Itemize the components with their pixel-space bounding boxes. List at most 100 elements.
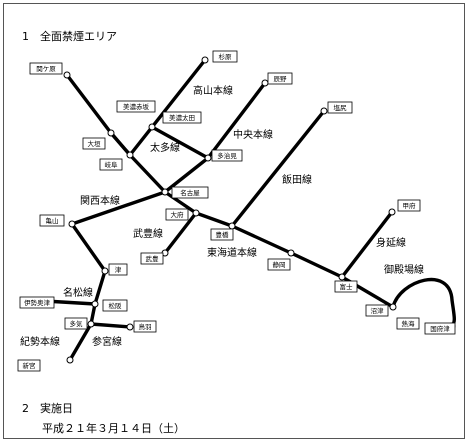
station-nagoya: 名古屋 xyxy=(171,186,209,199)
station-taki: 多気 xyxy=(64,317,88,330)
track-iida xyxy=(230,109,326,228)
section-2-title: 実施日 xyxy=(40,402,73,415)
section-1-heading: 1 全面禁煙エリア xyxy=(22,28,117,44)
dot-obu xyxy=(192,209,200,217)
station-kameyama: 亀山 xyxy=(39,214,65,227)
station-sugihara: 杉原 xyxy=(212,50,238,63)
station-tajimi: 多治見 xyxy=(211,149,243,162)
figure-frame xyxy=(3,3,465,439)
svg-text:甲府: 甲府 xyxy=(403,201,417,210)
track-kisei xyxy=(68,269,107,362)
section-1-number: 1 xyxy=(22,30,29,43)
svg-text:新宮: 新宮 xyxy=(23,361,36,370)
svg-text:大府: 大府 xyxy=(171,210,185,219)
dot-taki xyxy=(87,320,95,328)
dot-toba xyxy=(126,323,134,331)
dot-numazu xyxy=(389,303,397,311)
dot-kofu xyxy=(388,208,396,216)
svg-text:岐阜: 岐阜 xyxy=(105,160,119,169)
station-sekigahara: 関ケ原 xyxy=(29,62,63,75)
implementation-date: 平成２１年３月１４日（土） xyxy=(42,422,185,435)
line-label-iida: 飯田線 xyxy=(282,173,312,186)
station-obu: 大府 xyxy=(165,208,189,221)
svg-text:美濃赤坂: 美濃赤坂 xyxy=(123,102,150,111)
svg-text:亀山: 亀山 xyxy=(46,216,59,225)
station-numazu: 沼津 xyxy=(365,304,389,317)
dot-tatsuno xyxy=(261,79,269,87)
section-2-heading: 2 実施日 xyxy=(22,400,73,416)
station-dots xyxy=(41,56,456,364)
dot-shiojiri xyxy=(320,107,328,115)
station-gifu: 岐阜 xyxy=(99,158,123,171)
line-label-takayama: 高山本線 xyxy=(193,84,233,97)
svg-text:多治見: 多治見 xyxy=(217,151,237,160)
dot-toyohashi xyxy=(228,222,236,230)
svg-text:沼津: 沼津 xyxy=(371,306,385,315)
svg-text:国府津: 国府津 xyxy=(430,324,450,333)
section-1-title: 全面禁煙エリア xyxy=(40,30,117,43)
line-label-tokaido: 東海道本線 xyxy=(207,246,257,259)
station-minoakasaka: 美濃赤坂 xyxy=(116,100,156,113)
track-taketoyo xyxy=(163,211,198,255)
line-label-taita: 太多線 xyxy=(150,141,180,154)
section-2-number: 2 xyxy=(22,402,29,415)
track-gotemba xyxy=(391,277,456,328)
svg-text:多気: 多気 xyxy=(70,319,84,328)
svg-text:伊勢奥津: 伊勢奥津 xyxy=(24,298,51,307)
station-kozu: 国府津 xyxy=(424,322,456,335)
line-label-chuo: 中央本線 xyxy=(233,128,273,141)
dot-fuji xyxy=(338,273,346,281)
station-kofu: 甲府 xyxy=(397,199,421,212)
station-labels: 関ケ原 大垣 岐阜 美濃赤坂 美濃太田 杉原 多治見 辰野 xyxy=(17,50,456,372)
line-label-kansai: 関西本線 xyxy=(80,194,120,207)
station-shiojiri: 塩尻 xyxy=(327,101,353,114)
dot-nagoya xyxy=(161,188,169,196)
track-tokaido-east xyxy=(163,190,344,279)
svg-text:静岡: 静岡 xyxy=(273,260,286,269)
station-matsusaka: 松阪 xyxy=(102,299,128,312)
svg-text:熱海: 熱海 xyxy=(402,319,416,328)
track-taita xyxy=(150,125,210,160)
svg-text:富士: 富士 xyxy=(340,282,354,291)
dot-minoota xyxy=(148,123,156,131)
svg-text:鳥羽: 鳥羽 xyxy=(139,322,152,331)
svg-text:津: 津 xyxy=(115,266,122,274)
svg-text:武豊: 武豊 xyxy=(146,254,160,263)
dot-sekigahara xyxy=(63,71,71,79)
station-shingu: 新宮 xyxy=(17,359,41,372)
dot-matsusaka xyxy=(91,300,99,308)
line-label-meisho: 名松線 xyxy=(63,286,93,299)
station-toyohashi: 豊橋 xyxy=(210,228,234,241)
station-ogaki: 大垣 xyxy=(82,137,106,150)
station-minoota: 美濃太田 xyxy=(162,111,202,124)
svg-text:松阪: 松阪 xyxy=(109,301,123,310)
track-tokaido-west xyxy=(65,73,167,194)
station-fuji: 富士 xyxy=(334,280,358,293)
line-label-kisei: 紀勢本線 xyxy=(20,335,60,348)
track-lines xyxy=(43,58,456,362)
svg-text:名古屋: 名古屋 xyxy=(180,188,200,197)
dot-sugihara xyxy=(201,56,209,64)
dot-ogaki xyxy=(107,129,115,137)
dot-tajimi xyxy=(204,154,212,162)
svg-text:大垣: 大垣 xyxy=(88,139,102,148)
station-atami: 熱海 xyxy=(396,317,420,330)
svg-text:豊橋: 豊橋 xyxy=(216,230,230,239)
station-taketoyo: 武豊 xyxy=(140,252,164,265)
dot-kameyama xyxy=(68,220,76,228)
svg-text:杉原: 杉原 xyxy=(219,52,233,61)
station-toba: 鳥羽 xyxy=(133,320,157,333)
line-label-gotemba: 御殿場線 xyxy=(384,263,424,276)
track-sangu xyxy=(89,322,132,329)
station-tatsuno: 辰野 xyxy=(267,72,293,85)
station-shizuoka: 静岡 xyxy=(267,258,291,271)
line-labels: 高山本線 中央本線 太多線 飯田線 関西本線 武豊線 東海道本線 身延線 御殿場… xyxy=(20,84,424,348)
track-minobu xyxy=(340,210,394,279)
svg-text:辰野: 辰野 xyxy=(274,75,288,83)
line-label-minobu: 身延線 xyxy=(376,236,406,249)
dot-shizuoka xyxy=(287,249,295,257)
station-tsu: 津 xyxy=(108,263,128,276)
dot-shingu xyxy=(66,356,74,364)
station-ise-okitsu: 伊勢奥津 xyxy=(19,296,55,309)
